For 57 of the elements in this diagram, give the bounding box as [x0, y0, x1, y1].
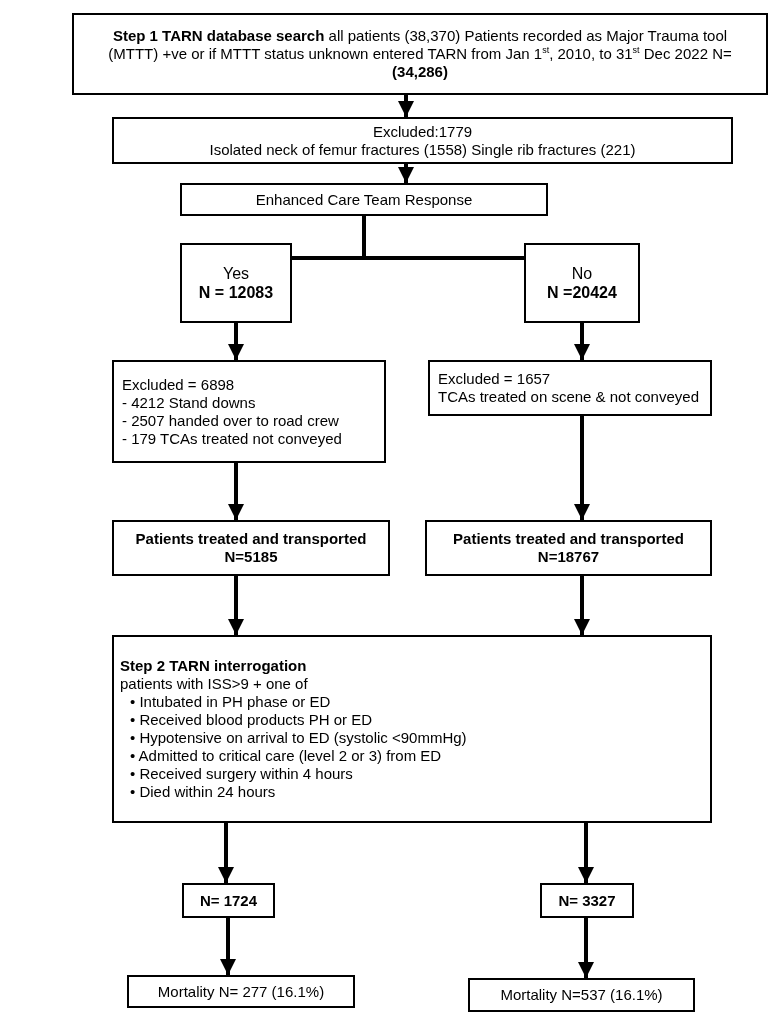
node-text: Excluded = 1657 [438, 370, 552, 388]
list-item: • Intubated in PH phase or ED [130, 693, 332, 711]
process-box [182, 883, 275, 918]
node-text: Step 2 TARN interrogation [120, 657, 308, 675]
node-text: N = 12083 [197, 283, 275, 303]
connector-line [362, 216, 524, 260]
node-text: TCAs treated on scene & not conveyed [438, 388, 700, 406]
node-text: N =20424 [546, 283, 618, 303]
criteria-box [112, 635, 712, 823]
node-text: Mortality N= 277 (16.1%) [156, 982, 326, 1001]
arrow [228, 323, 244, 360]
node-text: N= 3327 [557, 891, 617, 910]
arrow [218, 823, 234, 883]
arrow [578, 918, 594, 978]
exclusion-box [112, 360, 386, 463]
list-item: • Received blood products PH or ED [130, 711, 374, 729]
arrow [574, 323, 590, 360]
arrow [228, 576, 244, 635]
arrow [574, 416, 590, 520]
arrow [220, 918, 236, 975]
list-item: • Admitted to critical care (level 2 or 3) from ED [130, 747, 443, 765]
node-text: - 179 TCAs treated not conveyed [122, 429, 343, 448]
node-text: N=18767 [536, 548, 601, 566]
process-box [72, 13, 768, 95]
arrow [574, 576, 590, 635]
node-text: Isolated neck of femur fractures (1558) Single rib fractures (221) [208, 140, 637, 159]
exclusion-box [112, 117, 733, 164]
process-box [540, 883, 634, 918]
arrow [228, 463, 244, 520]
process-box [112, 520, 390, 576]
process-box [127, 975, 355, 1008]
node-text: Yes [221, 263, 251, 283]
process-box [524, 243, 640, 323]
arrow [578, 823, 594, 883]
list-item: • Received surgery within 4 hours [130, 765, 354, 783]
node-text: N= 1724 [198, 891, 259, 910]
exclusion-box [428, 360, 712, 416]
node-text: Mortality N=537 (16.1%) [499, 986, 664, 1004]
list-item: • Died within 24 hours [130, 783, 277, 801]
arrow [398, 164, 414, 183]
node-text: Excluded:1779 [371, 122, 474, 141]
node-text: Enhanced Care Team Response [254, 190, 474, 209]
node-text: patients with ISS>9 + one of [120, 675, 309, 693]
list-item: • Hypotensive on arrival to ED (systolic <90mmHg) [130, 729, 468, 747]
node-text: N=5185 [223, 548, 279, 566]
node-text: Patients treated and transported [452, 530, 685, 548]
node-text: - 4212 Stand downs [122, 393, 257, 412]
node-text: Excluded = 6898 [122, 375, 236, 394]
node-text: No [570, 263, 594, 283]
process-box [425, 520, 712, 576]
process-box [180, 183, 548, 216]
process-box [468, 978, 695, 1012]
process-box [180, 243, 292, 323]
node-text: Patients treated and transported [134, 530, 368, 548]
arrow [398, 95, 414, 117]
node-text: - 2507 handed over to road crew [122, 411, 340, 430]
node-text: Step 1 TARN database search all patients (38,370) Patients recorded as Major Trauma tool (MTTT) +ve or if MTTT status unknown entered TARN from Jan 1$^{st}$, 2010, to 31$^{st}$ Dec 2022 N= (34,286) [107, 27, 733, 81]
